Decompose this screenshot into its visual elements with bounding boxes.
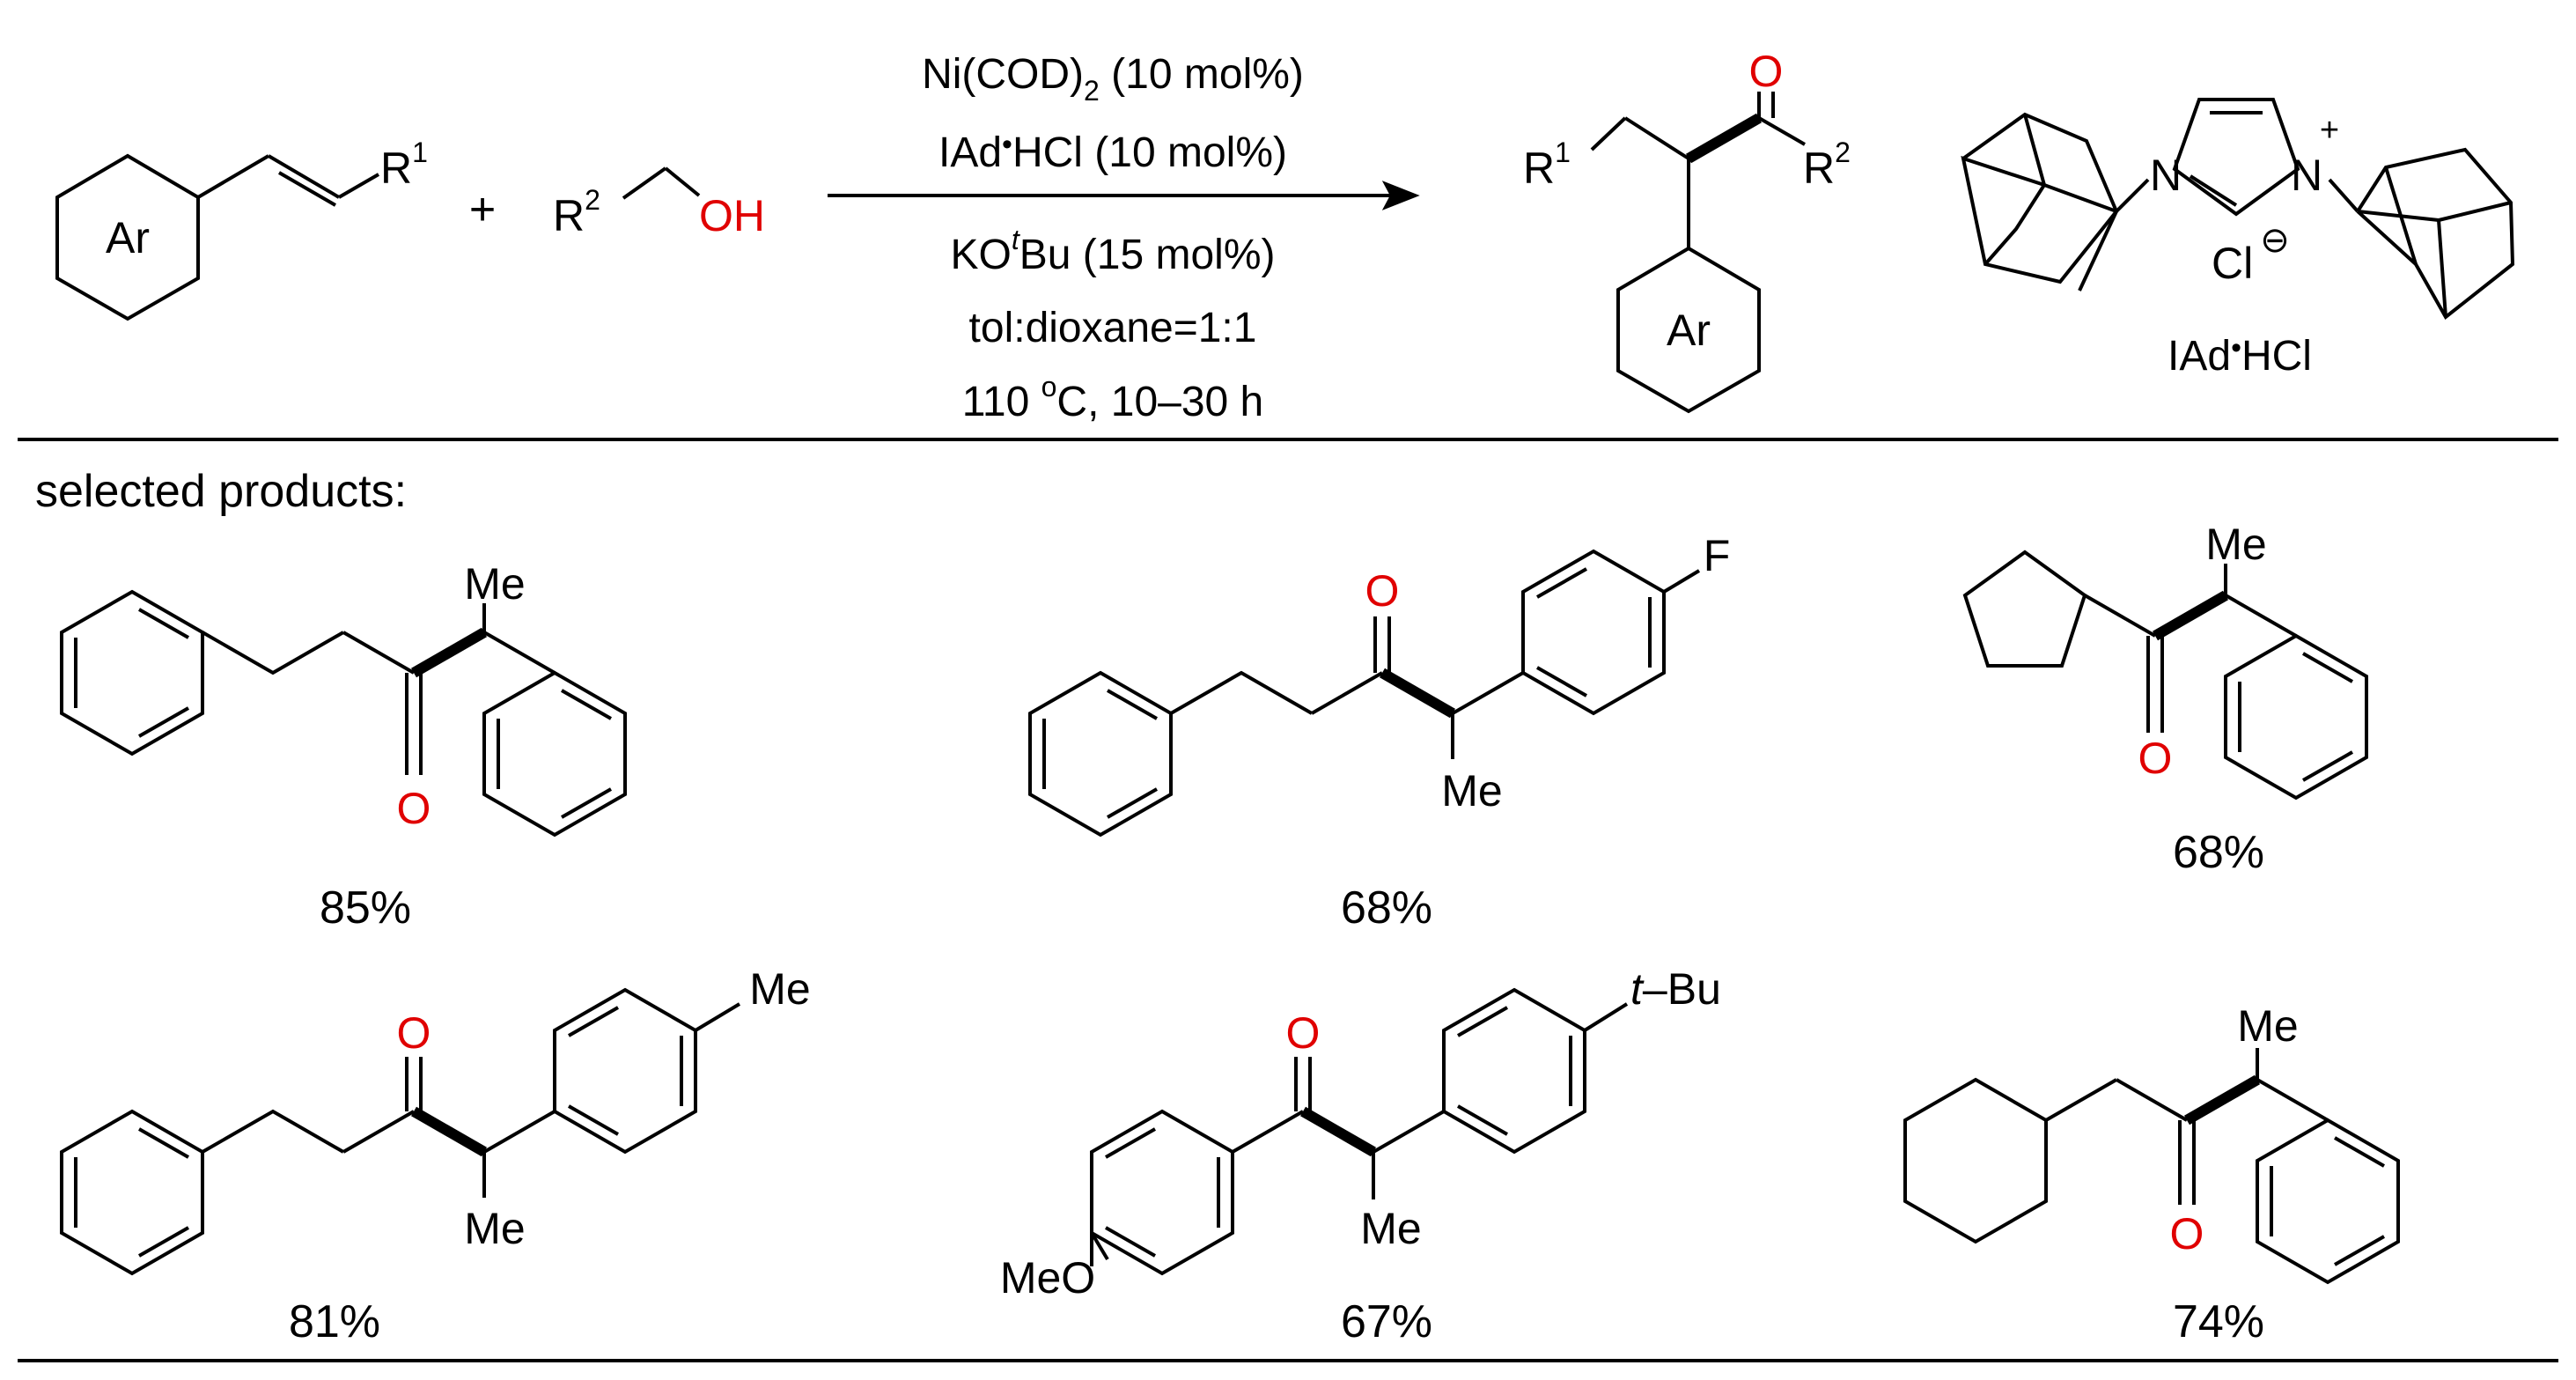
yield-label: 81% [289, 1296, 380, 1347]
fluorine-label: F [1704, 531, 1731, 580]
carbonyl-o: O [397, 784, 431, 833]
methyl-label: Me [464, 559, 525, 609]
ligand-plus: + [2320, 112, 2339, 149]
ligand-chloride: Cl [2212, 239, 2253, 288]
reaction-arrow [828, 181, 1420, 210]
tert-butyl-label: t–Bu [1630, 964, 1721, 1014]
ligand-n-right: N [2291, 151, 2322, 200]
phenyl-ring [60, 589, 204, 756]
fluorophenyl-ring [1521, 549, 1666, 716]
ketone-product: R1 O R2 Ar [1523, 47, 1851, 414]
phenyl-ring [1028, 670, 1173, 838]
alkene-substrate: Ar R1 [55, 137, 428, 321]
methyl-label: Me [1441, 766, 1502, 815]
plus-sign: + [469, 184, 496, 235]
product-r1-label: R1 [1523, 137, 1571, 193]
yield-label: 68% [1341, 882, 1432, 934]
tert-butylphenyl-ring [1442, 987, 1586, 1155]
yield-label: 85% [320, 882, 411, 934]
condition-ligand: IAd•HCl (10 mol%) [938, 128, 1287, 176]
phenyl-ring [2224, 633, 2368, 801]
cyclohexyl-ring [1903, 1077, 2048, 1244]
yield-label: 67% [1341, 1296, 1432, 1347]
r1-label: R1 [380, 137, 428, 193]
ligand-n-left: N [2150, 151, 2182, 200]
methyl-label: Me [2237, 1001, 2298, 1051]
carbonyl-o: O [2170, 1209, 2204, 1258]
r2-label: R2 [553, 184, 600, 240]
product-1: O Me 85% [60, 559, 627, 934]
product-carbonyl-o: O [1749, 47, 1784, 96]
alcohol-substrate: R2 OH [553, 166, 765, 240]
condition-base: KOtBu (15 mol%) [950, 224, 1275, 278]
product-2: O Me F 68% [1028, 531, 1731, 934]
phenyl-ring [2256, 1118, 2400, 1285]
adamantyl-right [2328, 147, 2515, 321]
methyl-label: Me [1360, 1204, 1421, 1253]
carbonyl-o: O [2138, 734, 2173, 783]
reaction-conditions: Ni(COD)2 (10 mol%) IAd•HCl (10 mol%) KOt… [922, 51, 1304, 425]
ligand-box: N N + Cl ⊖ IAd•HCl [1961, 98, 2515, 380]
methoxy-label: MeO [1000, 1253, 1095, 1303]
condition-solvent: tol:dioxane=1:1 [969, 305, 1257, 351]
methyl-para-label: Me [749, 964, 810, 1014]
product-r2-label: R2 [1803, 137, 1851, 193]
ligand-caption: IAd•HCl [2168, 331, 2312, 380]
product-aryl-label: Ar [1667, 306, 1711, 355]
condition-temperature: 110 oC, 10–30 h [962, 371, 1264, 425]
tolyl-ring [553, 987, 697, 1155]
carbonyl-o: O [1365, 566, 1400, 616]
methyl-label: Me [464, 1204, 525, 1253]
product-5: MeO O Me t–Bu 67% [1000, 964, 1721, 1347]
product-6: O Me 74% [1903, 1001, 2400, 1347]
hydroxyl-label: OH [699, 191, 765, 240]
aryl-ring-label: Ar [106, 213, 150, 262]
phenyl-ring [60, 1109, 204, 1276]
product-4: O Me Me 81% [60, 964, 811, 1347]
imidazolium-ring [2172, 98, 2300, 217]
ligand-minus-charge: ⊖ [2260, 221, 2290, 260]
methyl-label: Me [2205, 520, 2266, 569]
product-3: O Me 68% [1962, 520, 2368, 878]
yield-label: 74% [2173, 1296, 2264, 1347]
condition-catalyst: Ni(COD)2 (10 mol%) [922, 51, 1304, 107]
carbonyl-o: O [1286, 1008, 1321, 1058]
carbonyl-o: O [397, 1008, 431, 1058]
product-aryl-ring [1616, 246, 1761, 414]
section-label: selected products: [35, 466, 407, 517]
cyclopentyl-ring [1962, 550, 2087, 668]
phenyl-ring [482, 670, 627, 838]
yield-label: 68% [2173, 827, 2264, 878]
methoxyphenyl-ring [1090, 1109, 1234, 1276]
adamantyl-left [1961, 112, 2150, 291]
